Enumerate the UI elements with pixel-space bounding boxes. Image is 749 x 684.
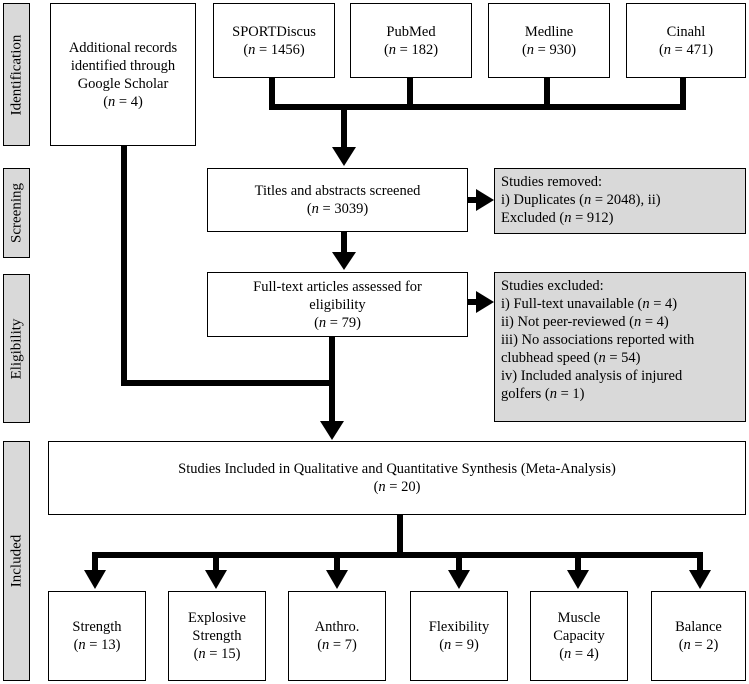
category-label: Muscle	[557, 610, 601, 626]
removed-line2: Excluded (n = 912)	[501, 210, 614, 226]
stage-screening: Screening	[3, 168, 30, 258]
included-box: Studies Included in Qualitative and Quan…	[48, 441, 746, 515]
cinahl-box: Cinahl (n = 471)	[626, 3, 746, 78]
arrowhead-eligibility	[332, 252, 356, 270]
eligibility-title-line2: eligibility	[309, 296, 366, 313]
removed-heading: Studies removed:	[501, 174, 603, 190]
category-box-strength: Strength (n = 13)	[48, 591, 146, 681]
excluded-item2: ii) Not peer-reviewed (n = 4)	[501, 314, 669, 330]
removed-line1: i) Duplicates (n = 2048), ii)	[501, 192, 661, 208]
excluded-item3-line2: clubhead speed (n = 54)	[501, 350, 641, 366]
included-title: Studies Included in Qualitative and Quan…	[178, 461, 616, 477]
arrowhead-explosive	[205, 570, 227, 589]
google-scholar-box: Additional records identified through Go…	[50, 3, 196, 146]
category-count: (n = 2)	[678, 637, 719, 653]
category-count: (n = 4)	[559, 646, 599, 662]
excluded-heading: Studies excluded:	[501, 278, 604, 294]
arrowhead-removed	[476, 189, 494, 211]
sportdiscus-name: SPORTDiscus	[232, 23, 316, 40]
category-label: Balance	[675, 619, 722, 635]
included-count: (n = 20)	[373, 479, 421, 495]
pubmed-count: (n = 182)	[383, 41, 439, 58]
category-box-balance: Balance (n = 2)	[651, 591, 746, 681]
studies-excluded-box: Studies excluded: i) Full-text unavailab…	[494, 272, 746, 422]
arrowhead-included	[320, 421, 344, 440]
google-scholar-line1: Additional records	[68, 39, 178, 56]
stage-included-label: Included	[8, 534, 24, 588]
arrowhead-muscle	[567, 570, 589, 589]
stage-screening-label: Screening	[8, 183, 24, 243]
medline-count: (n = 930)	[521, 41, 577, 58]
category-box-flexibility: Flexibility (n = 9)	[410, 591, 508, 681]
eligibility-box: Full-text articles assessed for eligibil…	[207, 272, 468, 337]
pubmed-name: PubMed	[386, 23, 436, 40]
category-count: (n = 15)	[193, 646, 241, 662]
category-label: Explosive	[188, 610, 246, 626]
cinahl-count: (n = 471)	[658, 41, 714, 58]
screening-title: Titles and abstracts screened	[254, 183, 421, 199]
category-label: Anthro.	[314, 619, 360, 635]
screening-count: (n = 3039)	[306, 201, 369, 217]
category-label-line2: Strength	[192, 628, 242, 644]
stage-identification: Identification	[3, 3, 30, 146]
stage-eligibility-label: Eligibility	[8, 318, 24, 379]
excluded-item3-line1: iii) No associations reported with	[501, 332, 695, 348]
category-label: Flexibility	[428, 619, 490, 635]
screening-box: Titles and abstracts screened (n = 3039)	[207, 168, 468, 232]
pubmed-box: PubMed (n = 182)	[350, 3, 472, 78]
medline-box: Medline (n = 930)	[488, 3, 610, 78]
medline-name: Medline	[524, 23, 574, 40]
excluded-item1: i) Full-text unavailable (n = 4)	[501, 296, 678, 312]
category-label: Strength	[72, 619, 122, 635]
arrowhead-excluded	[476, 291, 494, 313]
eligibility-title-line1: Full-text articles assessed for	[253, 278, 422, 295]
stage-included: Included	[3, 441, 30, 681]
arrowhead-anthro	[326, 570, 348, 589]
eligibility-count: (n = 79)	[314, 314, 361, 331]
cinahl-name: Cinahl	[666, 23, 706, 40]
stage-identification-label: Identification	[8, 34, 24, 115]
sportdiscus-count: (n = 1456)	[243, 41, 305, 58]
google-scholar-line2: identified through	[70, 57, 176, 74]
category-label-line2: Capacity	[553, 628, 605, 644]
studies-removed-box: Studies removed: i) Duplicates (n = 2048…	[494, 168, 746, 234]
category-count: (n = 9)	[439, 637, 479, 653]
sportdiscus-box: SPORTDiscus (n = 1456)	[213, 3, 335, 78]
arrowhead-balance	[689, 570, 711, 589]
excluded-item4-line2: golfers (n = 1)	[501, 386, 585, 402]
excluded-item4-line1: iv) Included analysis of injured	[501, 368, 683, 384]
category-box-anthro: Anthro. (n = 7)	[288, 591, 386, 681]
arrowhead-flexibility	[448, 570, 470, 589]
category-count: (n = 7)	[317, 637, 357, 653]
arrowhead-screening	[332, 147, 356, 166]
category-box-explosive-strength: Explosive Strength (n = 15)	[168, 591, 266, 681]
google-scholar-count: (n = 4)	[103, 93, 143, 110]
google-scholar-line3: Google Scholar	[77, 75, 169, 92]
category-count: (n = 13)	[73, 637, 121, 653]
arrowhead-strength	[84, 570, 106, 589]
stage-eligibility: Eligibility	[3, 274, 30, 423]
category-box-muscle-capacity: Muscle Capacity (n = 4)	[530, 591, 628, 681]
